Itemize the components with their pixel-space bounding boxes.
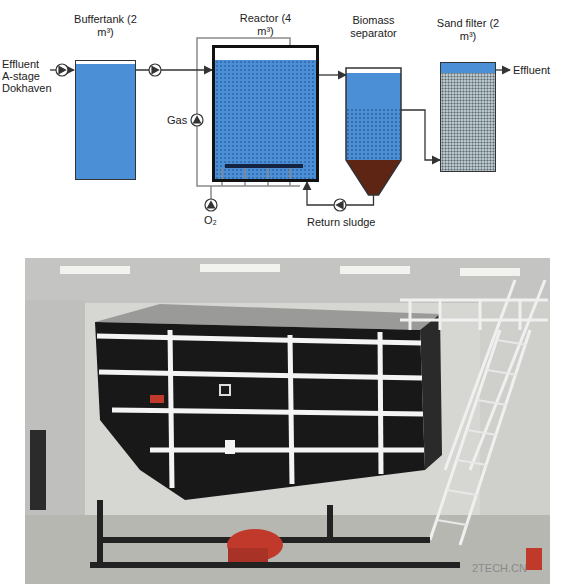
sand-filter: Sand filter (2 m³): [440, 62, 496, 172]
tank-heading: Buffertank (2 m³): [70, 13, 142, 39]
aeration-diffuser: [215, 48, 316, 179]
return-sludge-label: Return sludge: [307, 216, 387, 228]
oxygen-label: O₂: [204, 214, 224, 226]
inlet-label: Effluent A-stage Dokhaven: [2, 58, 50, 94]
buffer-tank: Buffertank (2 m³): [75, 60, 136, 180]
outlet-label: Effluent: [513, 64, 565, 76]
watermark: 2TECH.CN: [472, 562, 562, 574]
gas-label: Gas: [167, 114, 191, 126]
outlet-arrow: [496, 69, 510, 70]
biomass-separator: Biomass separator: [346, 68, 401, 195]
flow-connector: [136, 69, 212, 70]
reactor-tank: Reactor (4 m³): [212, 45, 319, 182]
tank-heading: Reactor (4 m³): [235, 12, 297, 38]
installation-photo: [25, 258, 550, 584]
separator-outline: [346, 68, 401, 195]
flow-connector: [319, 74, 346, 75]
tank-heading: Biomass separator: [342, 14, 406, 40]
flow-connector: [401, 110, 440, 160]
tank-heading: Sand filter (2 m³): [436, 17, 500, 43]
